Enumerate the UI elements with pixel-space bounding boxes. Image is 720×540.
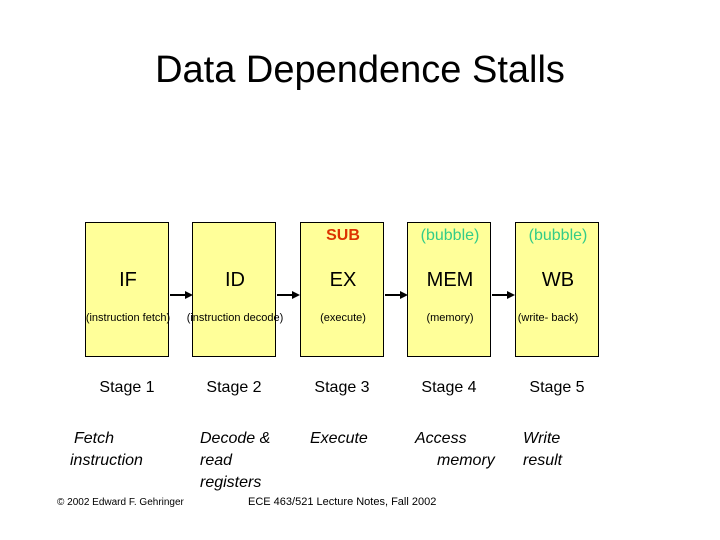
stage-paren-line2-id: decode) (243, 312, 284, 324)
right-arrow-icon (170, 291, 193, 300)
stage-abbr-wb: WB (541, 269, 575, 291)
stage-action-2-line3: registers (200, 474, 262, 491)
stage-paren-line1-mem: (memory) (426, 312, 474, 324)
stage-action-1: Fetch instruction (70, 428, 180, 472)
stage-abbr-id: ID (225, 269, 245, 291)
stage-number-2: Stage 2 (206, 379, 262, 396)
stage-action-2: Decode & read registers (200, 428, 310, 494)
arrow-shaft (277, 294, 294, 296)
stage-tag-sub: SUB (326, 227, 360, 244)
stage-action-4-line2: memory (437, 452, 495, 469)
stage-paren-line2-if: fetch) (142, 312, 171, 324)
right-arrow-icon (492, 291, 515, 300)
stage-action-1-line2: instruction (70, 452, 143, 469)
stage-description-ex: (execute) (289, 311, 397, 326)
stage-paren-line1-wb: (write- (517, 312, 549, 324)
stage-abbr-ex: EX (329, 269, 357, 291)
arrow-shaft (385, 294, 402, 296)
stage-paren-line1-if: (instruction (85, 312, 140, 324)
stage-abbr-if: IF (119, 269, 137, 291)
arrow-shaft (170, 294, 187, 296)
stage-number-3: Stage 3 (314, 379, 370, 396)
stage-number-4: Stage 4 (421, 379, 477, 396)
stage-action-5-line2: result (523, 452, 563, 469)
stage-description-mem: (memory) (396, 311, 504, 326)
stage-action-5-line1: Write (523, 430, 561, 447)
stage-action-5: Write result (523, 428, 623, 472)
stage-tag-bubble-mem: (bubble) (420, 227, 480, 244)
stage-action-4: Access memory (415, 428, 515, 472)
stage-abbr-mem: MEM (426, 269, 474, 291)
right-arrow-icon (277, 291, 300, 300)
page-title: Data Dependence Stalls (155, 49, 565, 91)
stage-description-id: (instruction decode) (181, 311, 289, 326)
stage-action-2-line2: read (200, 452, 233, 469)
stage-number-1: Stage 1 (99, 379, 155, 396)
stage-number-5: Stage 5 (529, 379, 585, 396)
stage-action-4-line1: Access (415, 430, 467, 447)
pipeline-stage-if[interactable]: IF (instruction fetch) (85, 222, 170, 357)
arrow-head (400, 291, 408, 299)
stage-number-row: Stage 1 Stage 2 Stage 3 Stage 4 Stage 5 (85, 378, 601, 398)
footer-copyright: © 2002 Edward F. Gehringer (57, 497, 184, 508)
stage-action-3-line1: Execute (310, 430, 368, 447)
pipeline-stage-id[interactable]: ID (instruction decode) (187, 222, 283, 357)
arrow-shaft (492, 294, 509, 296)
arrow-head (507, 291, 515, 299)
pipeline-diagram: IF (instruction fetch) ID (instruction d… (85, 222, 601, 359)
pipeline-stage-ex[interactable]: SUB EX (execute) (300, 222, 384, 357)
stage-description-wb: (write- back) (494, 311, 602, 326)
stage-description-if: (instruction fetch) (74, 311, 182, 326)
stage-action-1-line1: Fetch (74, 430, 115, 447)
arrow-head (185, 291, 193, 299)
stage-paren-line1-id: (instruction (186, 312, 241, 324)
right-arrow-icon (385, 291, 408, 300)
stage-tag-bubble-wb: (bubble) (528, 227, 588, 244)
arrow-head (292, 291, 300, 299)
footer-course: ECE 463/521 Lecture Notes, Fall 2002 (248, 496, 437, 508)
stage-action-2-line1: Decode & (200, 430, 271, 447)
stage-description-row: Fetch instruction Decode & read register… (70, 428, 630, 498)
pipeline-stage-mem[interactable]: (bubble) MEM (memory) (407, 222, 491, 357)
stage-action-3: Execute (310, 428, 410, 450)
stage-paren-line1-ex: (execute) (320, 312, 366, 324)
stage-paren-line2-wb: back) (551, 312, 579, 324)
pipeline-stage-wb[interactable]: (bubble) WB (write- back) (515, 222, 599, 357)
